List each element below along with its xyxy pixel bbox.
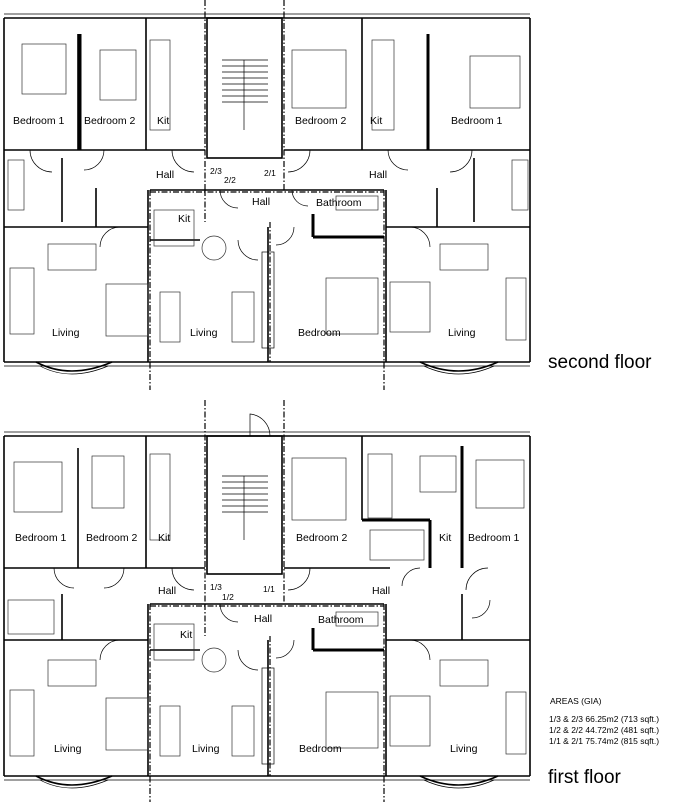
room-label-living-left: Living	[54, 743, 82, 755]
unit-tags: 1/3 1/2 1/1	[210, 582, 275, 602]
room-label-living-center: Living	[190, 327, 218, 339]
room-labels: Bedroom 1 Bedroom 2 Kit Bedroom 2 Kit Be…	[13, 115, 503, 339]
areas-row: 1/3 & 2/3 66.25m2 (713 sqft.)	[549, 714, 659, 724]
room-label-bedroom2-left: Bedroom 2	[84, 115, 136, 127]
room-label-bedroom2-right: Bedroom 2	[296, 532, 348, 544]
external-walls	[3, 13, 531, 367]
unit-tags: 2/3 2/2 2/1	[210, 166, 276, 185]
doors	[29, 149, 473, 261]
unit-tag-right: 1/1	[263, 584, 275, 594]
floor-title-first: first floor	[548, 767, 622, 788]
room-label-hall-left: Hall	[158, 585, 176, 597]
room-label-kit-left: Kit	[158, 532, 170, 544]
room-label-hall-right: Hall	[372, 585, 390, 597]
areas-row: 1/1 & 2/1 75.74m2 (815 sqft.)	[549, 736, 659, 746]
room-label-living-right: Living	[448, 327, 476, 339]
external-walls	[3, 413, 531, 781]
room-label-hall-center: Hall	[254, 613, 272, 625]
bay-windows	[35, 361, 499, 375]
room-label-kit-right: Kit	[370, 115, 382, 127]
room-label-bedroom1-right: Bedroom 1	[451, 115, 503, 127]
room-label-bedroom: Bedroom	[298, 327, 341, 339]
first-floor-plan: Bedroom 1 Bedroom 2 Kit Bedroom 2 Kit Be…	[3, 400, 622, 802]
unit-boundaries	[149, 400, 385, 802]
room-label-hall-center: Hall	[252, 196, 270, 208]
room-label-kit-center: Kit	[178, 213, 190, 225]
room-label-kit-center: Kit	[180, 629, 192, 641]
doors	[53, 567, 491, 671]
room-label-kit-left: Kit	[157, 115, 169, 127]
room-label-hall-right: Hall	[369, 169, 387, 181]
unit-boundaries	[149, 0, 385, 390]
room-labels: Bedroom 1 Bedroom 2 Kit Bedroom 2 Kit Be…	[15, 532, 520, 755]
room-label-living-left: Living	[52, 327, 80, 339]
room-label-kit-right: Kit	[439, 532, 451, 544]
areas-table: AREAS (GIA) 1/3 & 2/3 66.25m2 (713 sqft.…	[549, 696, 659, 746]
unit-tag-left-a: 2/3	[210, 166, 222, 176]
room-label-bedroom2-right: Bedroom 2	[295, 115, 347, 127]
unit-tag-left-b: 1/2	[222, 592, 234, 602]
internal-walls	[4, 18, 530, 362]
bay-windows	[35, 775, 499, 789]
room-label-living-center: Living	[192, 743, 220, 755]
room-label-bedroom: Bedroom	[299, 743, 342, 755]
floor-title-second: second floor	[548, 352, 652, 373]
room-label-bathroom: Bathroom	[318, 614, 364, 626]
room-label-living-right: Living	[450, 743, 478, 755]
areas-heading: AREAS (GIA)	[550, 696, 602, 706]
second-floor-plan: Bedroom 1 Bedroom 2 Kit Bedroom 2 Kit Be…	[3, 0, 652, 390]
room-label-bedroom2-left: Bedroom 2	[86, 532, 138, 544]
unit-tag-left-b: 2/2	[224, 175, 236, 185]
room-label-hall-left: Hall	[156, 169, 174, 181]
room-label-bathroom: Bathroom	[316, 197, 362, 209]
room-label-bedroom1-right: Bedroom 1	[468, 532, 520, 544]
unit-tag-right: 2/1	[264, 168, 276, 178]
room-label-bedroom1-left: Bedroom 1	[15, 532, 67, 544]
furniture	[7, 39, 529, 343]
furniture	[7, 453, 527, 757]
areas-row: 1/2 & 2/2 44.72m2 (481 sqft.)	[549, 725, 659, 735]
room-label-bedroom1-left: Bedroom 1	[13, 115, 65, 127]
unit-tag-left-a: 1/3	[210, 582, 222, 592]
internal-walls	[4, 436, 530, 776]
